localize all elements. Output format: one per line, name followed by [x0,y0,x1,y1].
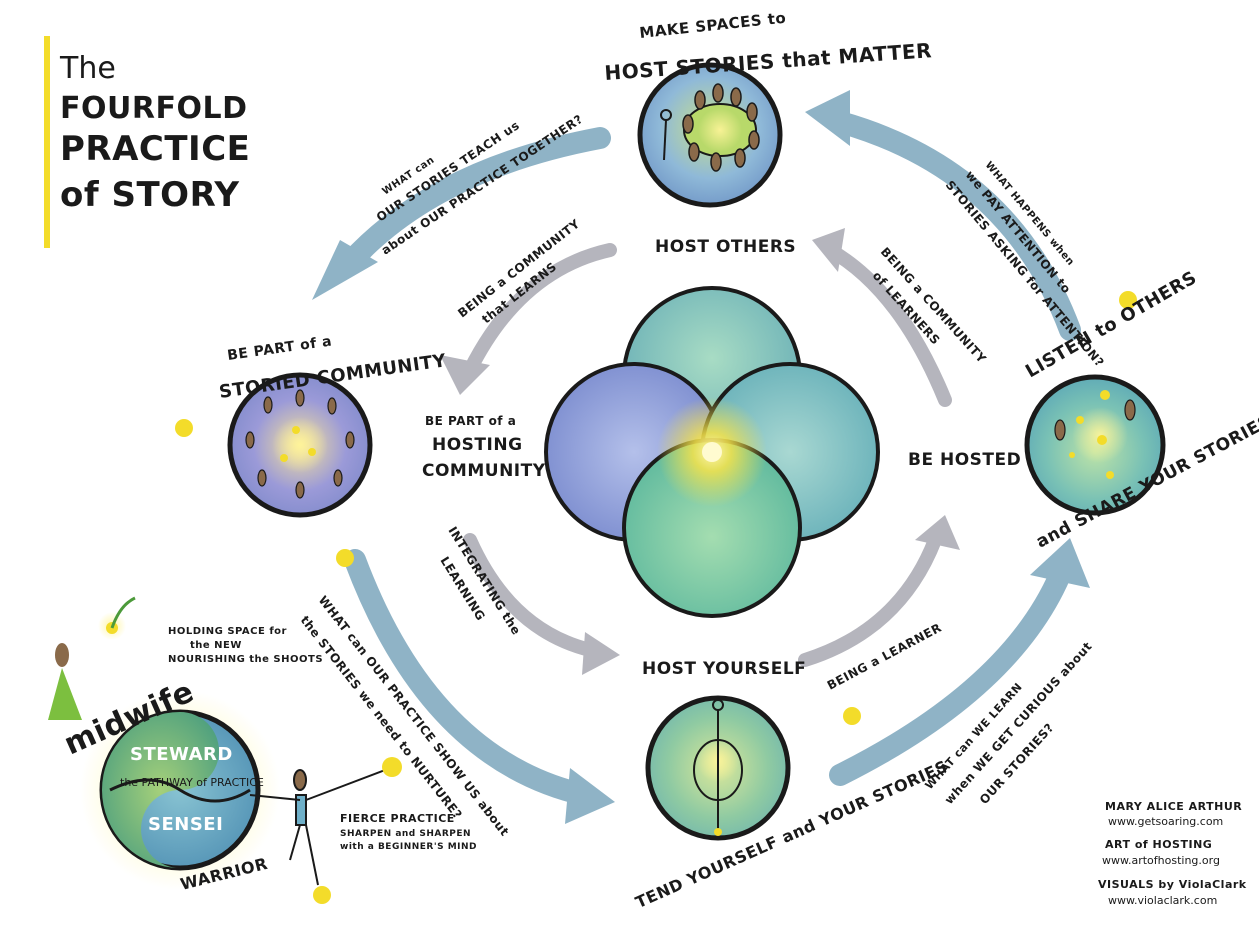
label-hosting-community-2: HOSTING [432,435,523,455]
fierce-line-2: SHARPEN and SHARPEN [340,829,471,839]
sensei-label: SENSEI [148,814,223,835]
gathering-glow [698,108,742,152]
credit-url-3: www.violaclark.com [1108,894,1217,907]
question-bottom-right-2: when WE GET CURIOUS about [942,639,1095,807]
title-line-3: PRACTICE [60,129,250,169]
holding-line-3: NOURISHING the SHOOTS [168,654,323,665]
tending-root-light [714,828,722,836]
pathway-label: the PATHWAY of PRACTICE [120,776,264,789]
grey-label-bottom-right: BEING a LEARNER [825,620,944,692]
arrowhead-top-right [805,90,850,146]
title-line-4: of STORY [60,175,240,215]
title-line-1: The [59,51,116,86]
label-be-hosted: BE HOSTED [908,450,1021,470]
midwife-head [55,643,69,667]
midwife-body [48,668,82,720]
grey-head-top-right [812,228,845,272]
left-heading-1: BE PART of a [226,333,333,364]
credit-name-3: VISUALS by ViolaClark [1098,878,1247,891]
center-light [702,442,722,462]
top-heading-2: HOST STORIES that MATTER [604,38,933,85]
warrior-light-upper [382,757,402,777]
fierce-line-3: with a BEGINNER'S MIND [340,842,477,852]
fierce-line-1: FIERCE PRACTICE [340,812,455,825]
holding-line-1: HOLDING SPACE for [168,626,287,637]
grey-head-bottom-right [915,515,960,550]
circle-storied-community: BE PART of a STORIED COMMUNITY [175,333,448,567]
grey-head-bottom-left [582,632,620,675]
label-hosting-community-1: BE PART of a [425,414,516,428]
holding-line-2: the NEW [190,640,242,651]
title-line-2: FOURFOLD [60,91,247,126]
title-accent-bar [44,36,50,248]
question-top-right-2: we PAY ATTENTION to [963,168,1074,296]
left-circle-glow [272,417,328,473]
warrior-light-lower [313,886,331,904]
credit-url-2: www.artofhosting.org [1102,854,1220,867]
credit-url-1: www.getsoaring.com [1108,815,1223,828]
central-flower [546,288,878,616]
left-lower-light-dot [336,549,354,567]
circle-host-stories: MAKE SPACES to HOST STORIES that MATTER [604,9,933,205]
steward-label: STEWARD [130,744,233,765]
left-light-dot [175,419,193,437]
label-hosting-community-3: COMMUNITY [422,461,546,481]
label-host-yourself: HOST YOURSELF [642,659,806,679]
top-heading-1: MAKE SPACES to [639,9,787,42]
credits: MARY ALICE ARTHUR www.getsoaring.com ART… [1098,800,1247,907]
credit-name-2: ART of HOSTING [1105,838,1212,851]
question-bottom-left-1: WHAT can OUR PRACTICE SHOW US about [316,593,512,839]
credit-name-1: MARY ALICE ARTHUR [1105,800,1242,813]
title-block: The FOURFOLD PRACTICE of STORY [44,36,250,248]
bottom-light-dot [843,707,861,725]
right-circle-glow [1072,407,1128,463]
arrowhead-bottom-left [565,768,615,824]
label-host-others: HOST OTHERS [655,237,796,257]
